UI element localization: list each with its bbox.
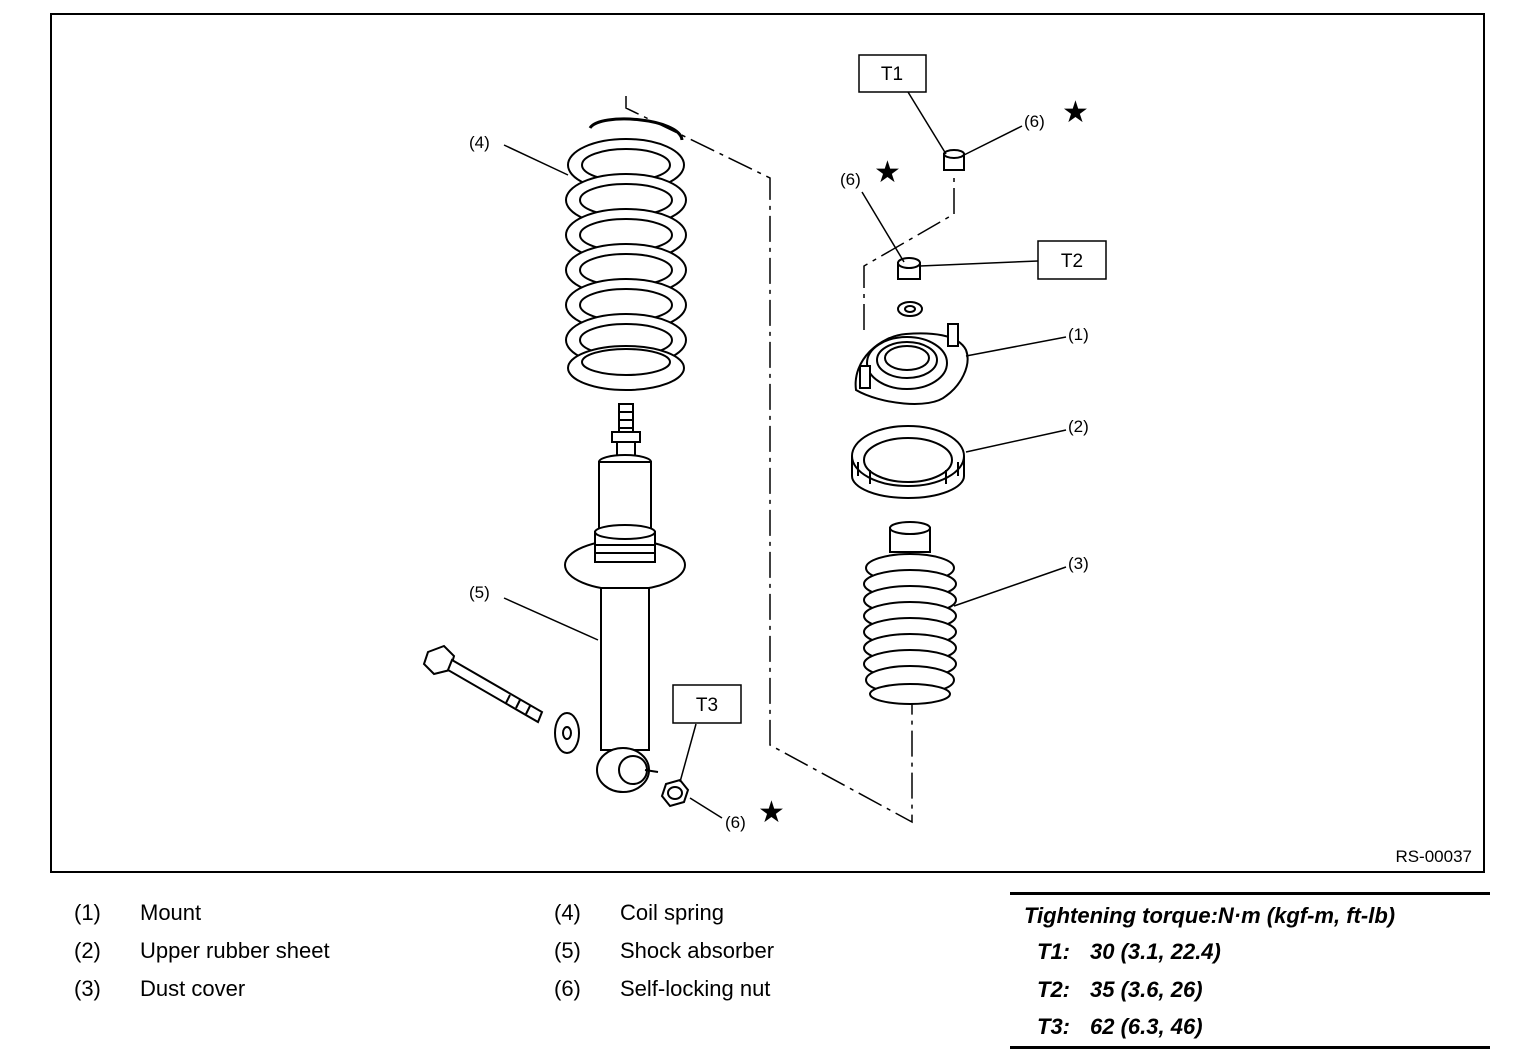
diagram-code: RS-00037 [1395, 847, 1472, 866]
shock-absorber [564, 403, 686, 793]
torque-key: T1: [1037, 939, 1070, 964]
legend-middle-column: (4) Coil spring (5) Shock absorber (6) S… [554, 894, 774, 1008]
callout-4: (4) [469, 133, 490, 152]
torque-box-t3 [672, 684, 742, 724]
callout-1: (1) [1068, 325, 1089, 344]
legend-item-number: (3) [74, 976, 101, 1001]
legend-item: (6) Self-locking nut [554, 970, 774, 1008]
legend-item-name: Coil spring [620, 900, 724, 925]
torque-value: 62 (6.3, 46) [1090, 1014, 1203, 1039]
torque-key: T2: [1037, 976, 1070, 1002]
torque-box-t1 [858, 54, 927, 93]
self-locking-nut-upper-right [943, 149, 965, 171]
star-icon: ★ [874, 155, 901, 190]
torque-box-t2 [1037, 240, 1107, 280]
callout-5: (5) [469, 583, 490, 602]
mounting-bolt [422, 644, 580, 754]
legend-item-name: Shock absorber [620, 938, 775, 963]
torque-box-t2-label: T2 [1061, 251, 1083, 272]
callout-2: (2) [1068, 417, 1089, 436]
upper-rubber-sheet [851, 425, 965, 499]
callout-6-upper-left: (6) [840, 170, 861, 189]
mount [854, 301, 969, 405]
callout-6-lower: (6) [725, 813, 746, 832]
legend-item: (4) Coil spring [554, 894, 774, 932]
legend-item-number: (4) [554, 900, 581, 925]
legend-item-name: Mount [140, 900, 202, 925]
torque-row: T1: 30 (3.1, 22.4) [1010, 933, 1490, 971]
legend-item-name: Self-locking nut [620, 976, 771, 1001]
star-icon: ★ [758, 795, 785, 830]
torque-box-t1-label: T1 [881, 64, 903, 85]
star-icon: ★ [1062, 95, 1089, 130]
torque-table: Tightening torque:N·m (kgf-m, ft-lb) T1:… [1010, 892, 1490, 1049]
legend-item-number: (2) [74, 938, 101, 963]
coil-spring [565, 117, 687, 391]
self-locking-nut-lower [660, 778, 690, 808]
legend-item: (3) Dust cover [74, 970, 330, 1008]
legend-item-number: (5) [554, 938, 581, 963]
callout-3: (3) [1068, 554, 1089, 573]
legend-item: (1) Mount [74, 894, 330, 932]
callout-6-upper-right: (6) [1024, 112, 1045, 131]
torque-box-t3-label: T3 [696, 695, 718, 716]
torque-row: T2: 35 (3.6, 26) [1010, 971, 1490, 1009]
torque-key: T3: [1037, 1014, 1070, 1039]
legend-item-number: (1) [74, 900, 101, 925]
legend-item: (5) Shock absorber [554, 932, 774, 970]
torque-value: 30 (3.1, 22.4) [1090, 939, 1221, 964]
leader-lines [503, 91, 1067, 819]
legend-item-name: Dust cover [140, 976, 246, 1001]
self-locking-nut-upper-left [897, 257, 921, 280]
torque-table-title: Tightening torque:N·m (kgf-m, ft-lb) [1024, 903, 1396, 928]
torque-row: T3: 62 (6.3, 46) [1010, 1008, 1490, 1046]
legend-item-number: (6) [554, 976, 581, 1001]
diagram-frame [50, 13, 1485, 873]
alignment-lines [625, 96, 955, 824]
legend-item-name: Upper rubber sheet [140, 938, 330, 963]
dust-cover [863, 521, 957, 705]
legend-item: (2) Upper rubber sheet [74, 932, 330, 970]
torque-value: 35 (3.6, 26) [1090, 976, 1203, 1002]
legend-left-column: (1) Mount (2) Upper rubber sheet (3) Dus… [74, 894, 330, 1008]
